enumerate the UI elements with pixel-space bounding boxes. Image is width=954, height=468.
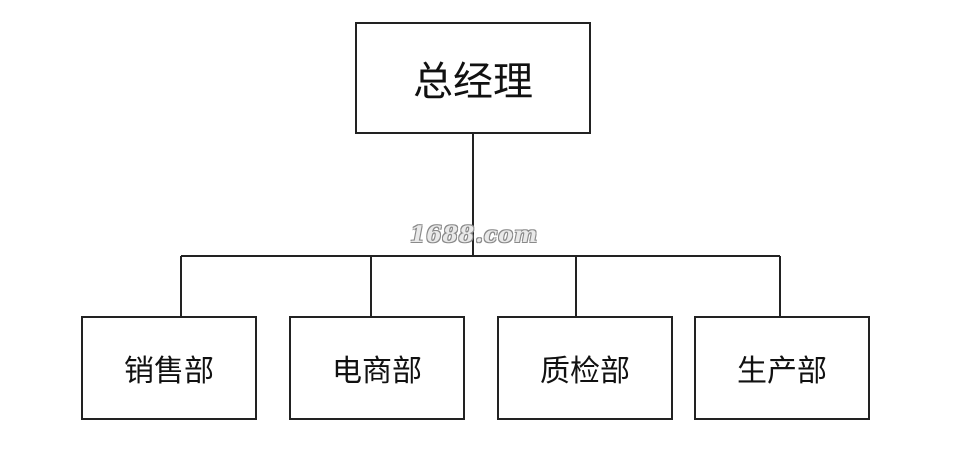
child-node-production: 生产部 <box>694 316 870 420</box>
watermark-text: 1688.com <box>410 222 539 248</box>
child-node-label: 销售部 <box>124 354 214 389</box>
child-node-label: 电商部 <box>332 354 422 389</box>
root-node: 总经理 <box>355 22 591 134</box>
child-node-label: 生产部 <box>737 354 827 389</box>
root-node-label: 总经理 <box>413 59 533 105</box>
child-node-quality: 质检部 <box>497 316 673 420</box>
child-node-label: 质检部 <box>540 354 630 389</box>
child-node-sales: 销售部 <box>81 316 257 420</box>
child-node-ecommerce: 电商部 <box>289 316 465 420</box>
